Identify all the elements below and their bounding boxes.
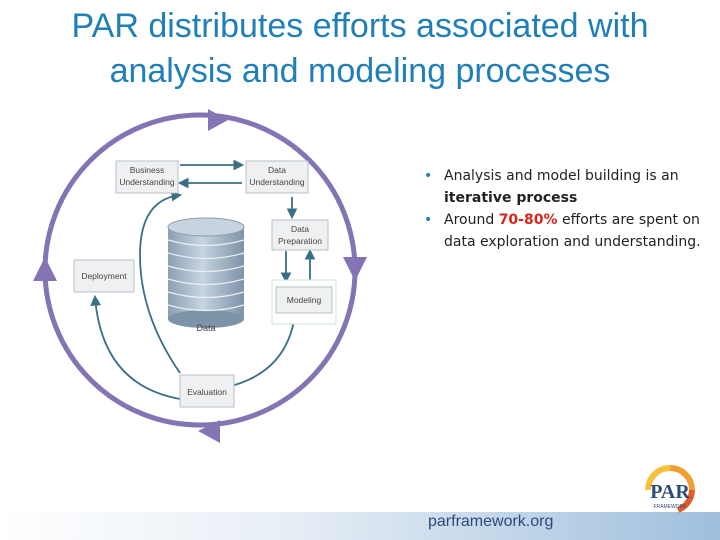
node-modeling: Modeling bbox=[271, 279, 337, 325]
node-deployment-label: Deployment bbox=[81, 271, 127, 281]
node-business-understanding: Business Understanding bbox=[115, 160, 179, 194]
cycle-arrow-left bbox=[33, 257, 57, 281]
bullet-2-prefix: Around bbox=[444, 212, 499, 228]
crisp-dm-diagram: Data Business Understanding Data Underst… bbox=[33, 109, 367, 443]
data-label: Data bbox=[196, 323, 215, 333]
bullet-item-1: • Analysis and model building is an iter… bbox=[420, 165, 710, 209]
node-business-line1: Business bbox=[130, 165, 165, 175]
cycle-arrow-right bbox=[343, 257, 367, 281]
node-modeling-label: Modeling bbox=[287, 295, 322, 305]
node-data-prep-line1: Data bbox=[291, 224, 309, 234]
node-data-preparation: Data Preparation bbox=[271, 219, 329, 251]
cycle-arrow-top bbox=[208, 109, 228, 131]
par-logo: PAR FRAMEWORK bbox=[645, 465, 695, 513]
title-line-1: PAR distributes efforts associated with bbox=[71, 7, 649, 45]
slide-title: PAR distributes efforts associated with … bbox=[0, 4, 720, 94]
logo-subtext: FRAMEWORK bbox=[653, 504, 687, 510]
bullet-dot-icon: • bbox=[424, 168, 433, 184]
data-cylinder bbox=[167, 217, 245, 328]
bullet-item-2: • Around 70-80% efforts are spent on dat… bbox=[420, 209, 710, 253]
bullet-2-suffix: efforts are spent on data exploration an… bbox=[444, 212, 701, 250]
bullet-list: • Analysis and model building is an iter… bbox=[420, 165, 710, 253]
title-line-2: analysis and modeling processes bbox=[109, 52, 611, 90]
bullet-1-text: Analysis and model building is an bbox=[444, 168, 679, 184]
footer-bar bbox=[0, 512, 720, 540]
bullet-2-highlight: 70-80% bbox=[498, 212, 558, 228]
node-data-understanding-line2: Understanding bbox=[249, 177, 305, 187]
bullet-dot-icon: • bbox=[424, 212, 433, 228]
arrow-evaluation-to-deployment bbox=[90, 294, 181, 400]
node-evaluation: Evaluation bbox=[179, 374, 235, 408]
bullet-1-emphasis: iterative process bbox=[444, 190, 578, 206]
node-data-prep-line2: Preparation bbox=[278, 236, 322, 246]
cycle-arrow-bottom bbox=[198, 420, 220, 443]
node-evaluation-label: Evaluation bbox=[187, 387, 227, 397]
arrow-evaluation-to-business bbox=[139, 190, 183, 374]
footer-url: parframework.org bbox=[428, 513, 554, 530]
logo-text: PAR bbox=[650, 481, 690, 503]
node-data-understanding: Data Understanding bbox=[245, 160, 309, 194]
node-business-line2: Understanding bbox=[119, 177, 175, 187]
node-data-understanding-line1: Data bbox=[268, 165, 286, 175]
node-deployment: Deployment bbox=[73, 259, 135, 293]
